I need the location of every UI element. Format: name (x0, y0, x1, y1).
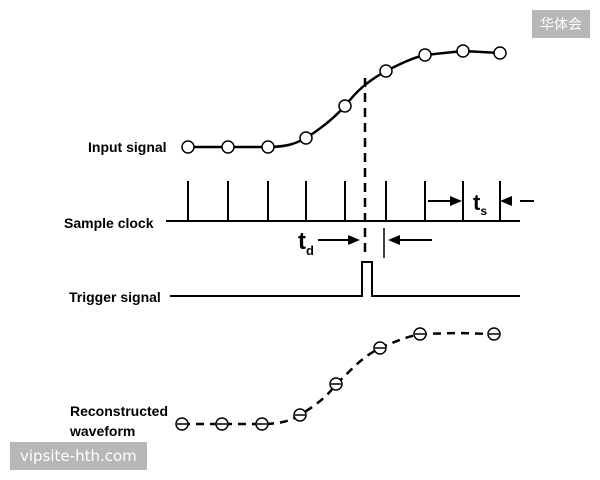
reconstructed-sample-point (175, 417, 189, 431)
input-sample-point (456, 44, 470, 58)
td-annotation: td (298, 228, 432, 258)
reconstructed-label-line1: Reconstructed (70, 403, 168, 419)
watermark-top-right: 华体会 (532, 10, 590, 38)
reconstructed-sample-points (175, 327, 501, 431)
trigger-signal-label: Trigger signal (69, 289, 161, 305)
reconstructed-sample-point (373, 341, 387, 355)
reconstructed-sample-point (215, 417, 229, 431)
td-subscript: d (306, 243, 314, 258)
input-sample-point (261, 140, 275, 154)
reconstructed-waveform-curve (182, 331, 495, 426)
input-sample-point (418, 48, 432, 62)
input-sample-points (181, 44, 507, 154)
reconstructed-label-line2: waveform (69, 423, 135, 439)
td-symbol: t (298, 228, 306, 255)
reconstructed-sample-point (413, 327, 427, 341)
input-sample-point (493, 46, 507, 60)
input-sample-point (221, 140, 235, 154)
trigger-signal-pulse (170, 261, 520, 297)
input-sample-point (299, 131, 313, 145)
ts-symbol: t (473, 190, 481, 215)
reconstructed-sample-point (329, 377, 343, 391)
ts-subscript: s (480, 204, 487, 218)
reconstructed-sample-point (255, 417, 269, 431)
reconstructed-sample-point (487, 327, 501, 341)
input-sample-point (181, 140, 195, 154)
input-sample-point (379, 64, 393, 78)
ts-annotation: ts (428, 190, 534, 218)
input-signal-label: Input signal (88, 139, 167, 155)
sample-clock-ticks (187, 181, 501, 221)
svg-text:td: td (298, 228, 314, 258)
input-signal-curve (188, 49, 501, 149)
watermark-bottom-left: vipsite-hth.com (10, 442, 147, 470)
sample-clock-label: Sample clock (64, 215, 154, 231)
input-sample-point (338, 99, 352, 113)
reconstructed-sample-point (293, 408, 307, 422)
svg-text:ts: ts (473, 190, 487, 218)
